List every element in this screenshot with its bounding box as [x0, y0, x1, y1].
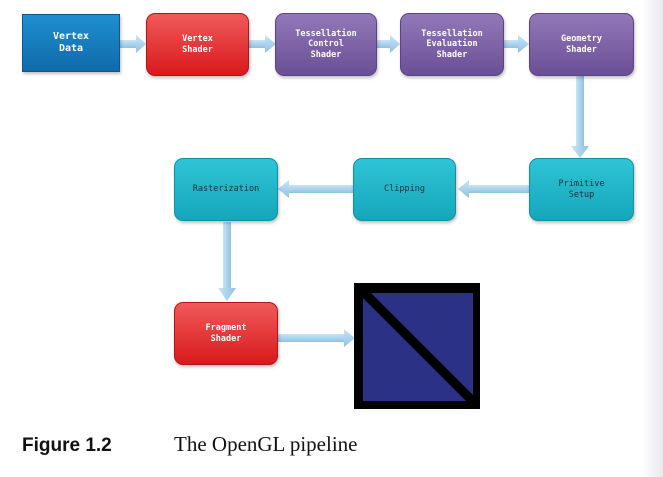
page-edge-shadow — [641, 0, 663, 477]
arrow-tess-control-to-tess-eval — [376, 35, 400, 53]
tessellation-evaluation-shader-box: Tessellation Evaluation Shader — [400, 13, 504, 76]
arrow-primitive-setup-to-clipping — [458, 180, 530, 198]
figure-number: Figure 1.2 — [22, 435, 112, 456]
geometry-shader-box: Geometry Shader — [529, 13, 634, 76]
vertex-shader-box: Vertex Shader — [146, 13, 249, 76]
arrow-tess-eval-to-geometry — [504, 35, 529, 53]
output-render-image — [354, 283, 480, 409]
vertex-data-box: Vertex Data — [22, 14, 120, 72]
primitive-setup-box: Primitive Setup — [529, 158, 634, 221]
figure-caption: Figure 1.2 The OpenGL pipeline — [22, 432, 358, 457]
arrow-rasterization-to-fragment-shader — [218, 222, 236, 301]
arrow-fragment-shader-to-output — [278, 329, 355, 347]
rasterization-box: Rasterization — [174, 158, 278, 221]
tessellation-control-shader-box: Tessellation Control Shader — [275, 13, 377, 76]
figure-title: The OpenGL pipeline — [174, 432, 358, 456]
arrow-vertex-data-to-vertex-shader — [120, 35, 146, 53]
arrow-clipping-to-rasterization — [278, 180, 354, 198]
arrow-geometry-to-primitive-setup — [571, 76, 589, 158]
clipping-box: Clipping — [353, 158, 456, 221]
arrow-vertex-shader-to-tess-control — [249, 35, 276, 53]
fragment-shader-box: Fragment Shader — [174, 302, 278, 365]
